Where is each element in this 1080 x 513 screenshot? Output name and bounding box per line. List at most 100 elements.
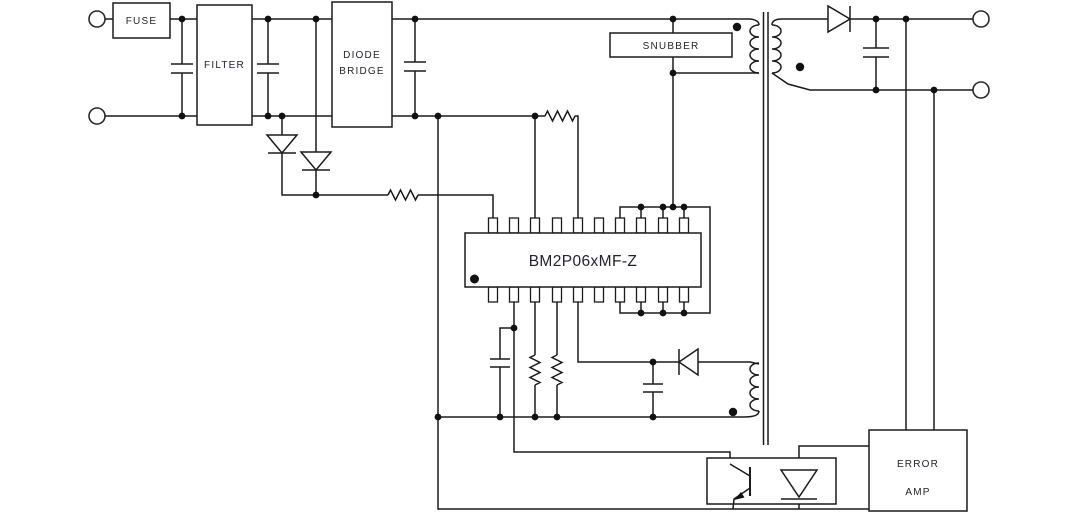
snubber-box — [609, 32, 733, 58]
output-capacitor — [863, 47, 889, 58]
ic-pin-top-7 — [614, 217, 626, 234]
ic-pin-bottom-2 — [508, 286, 520, 303]
junction-dot — [637, 309, 645, 317]
junction-dot — [531, 413, 539, 421]
junction-dot — [637, 203, 645, 211]
diode-triangle — [299, 151, 333, 172]
ic-pin-top-1 — [487, 217, 499, 234]
wire-secondary-top-to-diode — [771, 18, 828, 26]
junction-dot — [669, 203, 677, 211]
junction-dot — [312, 15, 320, 23]
junction-dot — [669, 69, 677, 77]
junction-dot — [680, 203, 688, 211]
snubber-label: SNUBBER — [643, 41, 700, 52]
sense-resistor-2 — [550, 354, 564, 386]
junction-dot — [872, 15, 880, 23]
junction-dot — [902, 15, 910, 23]
junction-dot — [553, 413, 561, 421]
led-triangle — [779, 469, 819, 499]
ic-label: BM2P06xMF-Z — [529, 253, 638, 270]
x-capacitor-1 — [171, 63, 193, 74]
diode-triangle — [677, 347, 699, 377]
vcc-diode — [677, 347, 699, 377]
wire-vcc-to-diode — [577, 302, 679, 363]
secondary-winding — [771, 24, 782, 74]
vcc-capacitor — [643, 383, 663, 393]
ic-body — [464, 232, 702, 288]
junction-dot — [680, 309, 688, 317]
ic-pin-bottom-9 — [657, 286, 669, 303]
secondary-polarity-dot — [795, 62, 805, 72]
junction-dot — [411, 112, 419, 120]
ic-pin-top-3 — [529, 217, 541, 234]
diode-triangle — [827, 4, 852, 34]
dc-output-terminal-positive — [972, 10, 990, 28]
ic-pin-bottom-10 — [678, 286, 690, 303]
ic-pin-bottom-5 — [572, 286, 584, 303]
ic: BM2P06xMF-Z — [464, 217, 702, 303]
ac-input-terminal-bottom — [88, 107, 106, 125]
wire-bridge-to-primary-top — [392, 18, 760, 26]
phototransistor-collector — [729, 463, 751, 477]
blocks: FUSE FILTER DIODE BRIDGE SNUBBER ERROR A… — [112, 1, 968, 512]
fuse-box — [112, 2, 171, 39]
x-capacitor-2 — [257, 63, 279, 74]
ic-pin-bottom-7 — [614, 286, 626, 303]
junction-dot — [496, 413, 504, 421]
error-amp-box — [868, 429, 968, 512]
junction-dot — [264, 112, 272, 120]
ic-pin-top-4 — [551, 217, 563, 234]
fuse-label: FUSE — [126, 16, 157, 27]
junction-dot — [434, 413, 442, 421]
ic-pins — [487, 217, 690, 303]
wire-resistor-to-ic-top-pin5 — [575, 115, 579, 218]
wire-startup-resistor-to-ic-pin1 — [418, 194, 494, 218]
junction-dot — [659, 203, 667, 211]
ic-pin-top-6 — [593, 217, 605, 234]
ac-input-terminal-top — [88, 10, 106, 28]
opto-led — [779, 469, 819, 500]
junction-dots — [178, 15, 938, 421]
junction-dot — [411, 15, 419, 23]
wire-secondary-bottom — [771, 72, 973, 91]
junction-dot — [649, 413, 657, 421]
diode-bridge-label-1: DIODE — [343, 50, 381, 61]
wire-diode-to-aux-winding — [698, 361, 760, 365]
primary-winding — [749, 24, 760, 74]
vin-series-resistor — [544, 109, 576, 123]
junction-dot — [434, 112, 442, 120]
junction-dot — [278, 112, 286, 120]
wire-drain-pin-bus — [619, 206, 711, 314]
ic-pin-top-8 — [635, 217, 647, 234]
junction-dot — [872, 86, 880, 94]
primary-polarity-dot — [732, 22, 742, 32]
ic-pin-top-5 — [572, 217, 584, 234]
junction-dot — [649, 358, 657, 366]
junction-dot — [312, 191, 320, 199]
bulk-capacitor — [404, 61, 426, 72]
junction-dot — [531, 112, 539, 120]
optocoupler-box — [706, 457, 837, 505]
error-amp-label-1: ERROR — [897, 459, 939, 470]
diode-triangle — [265, 134, 299, 155]
auxiliary-winding — [749, 362, 760, 412]
ic-pin-bottom-4 — [551, 286, 563, 303]
ic-pin-bottom-1 — [487, 286, 499, 303]
wire-bottom-return — [437, 417, 869, 510]
error-amp-label-2: AMP — [905, 487, 930, 498]
junction-dot — [178, 15, 186, 23]
ic-pin-bottom-3 — [529, 286, 541, 303]
startup-resistor — [387, 188, 419, 202]
transformer-core — [762, 12, 769, 445]
junction-dot — [659, 309, 667, 317]
output-diode — [827, 4, 852, 34]
junction-dot — [510, 324, 518, 332]
startup-diode-1 — [265, 134, 299, 155]
fb-capacitor — [490, 358, 510, 368]
wire-fb-to-optocoupler — [513, 302, 731, 464]
filter-box — [196, 4, 253, 126]
ic-pin-bottom-6 — [593, 286, 605, 303]
dc-output-terminal-negative — [972, 81, 990, 99]
